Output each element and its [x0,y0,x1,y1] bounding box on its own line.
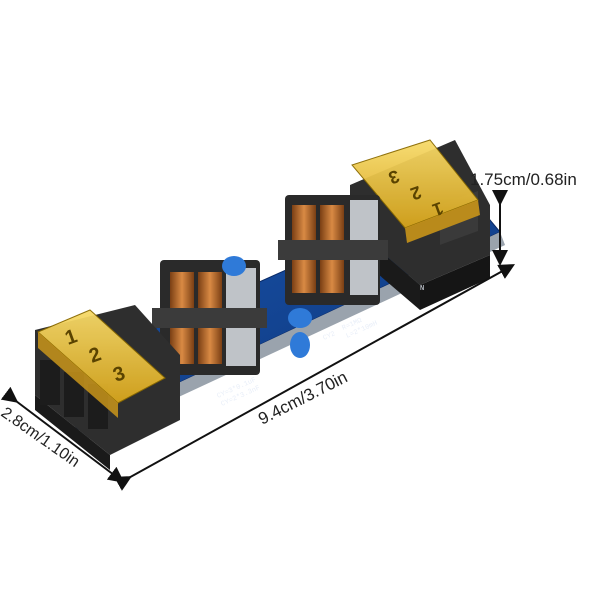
fuse-cover-right [351,139,480,243]
dimension-label-length: 9.4cm/3.70in [255,367,350,428]
dimension-arrow-length [114,264,515,491]
capacitor-1 [222,256,246,276]
silk-cy2: CY2 [322,330,337,342]
dimension-arrow-width [0,386,125,483]
silk-n-mark: N [420,285,424,293]
common-mode-choke-2 [278,195,388,305]
dimension-label-height: 1.75cm/0.68in [470,170,577,189]
